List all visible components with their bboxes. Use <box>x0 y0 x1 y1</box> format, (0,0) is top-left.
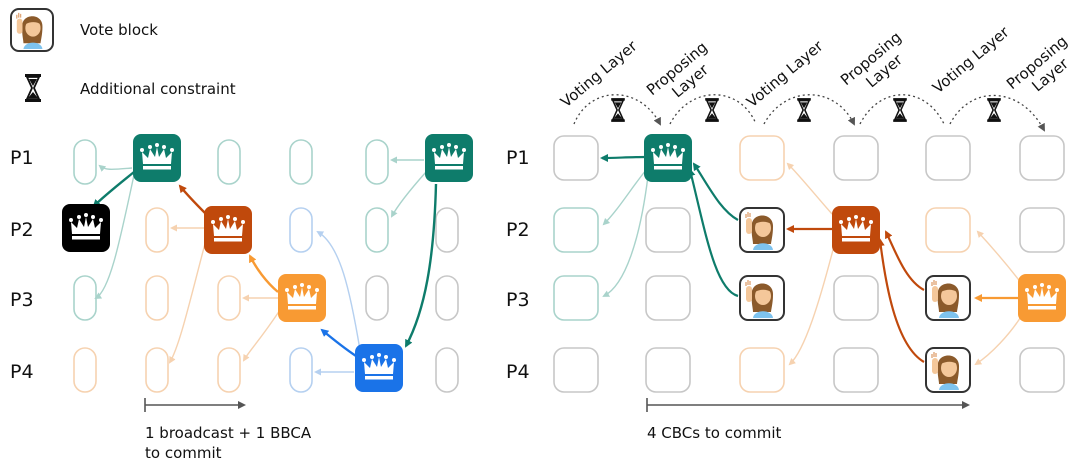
hourglass-icon <box>610 97 626 123</box>
row-label-p2: P2 <box>10 219 34 241</box>
pill <box>73 347 97 393</box>
pill <box>73 139 97 185</box>
pill <box>289 207 313 253</box>
empty-block <box>645 347 691 393</box>
pill <box>217 139 241 185</box>
pill <box>145 275 169 321</box>
legend-additional-constraint-label: Additional constraint <box>80 80 236 98</box>
row-label-p1: P1 <box>506 147 530 169</box>
right-strong-arrows <box>600 153 1019 363</box>
left-strong-arrows <box>92 171 438 357</box>
pill <box>73 275 97 321</box>
row-label-p4: P4 <box>10 361 34 383</box>
left-faded-arrows <box>94 156 427 376</box>
layer-label: ProposingLayer <box>1003 32 1080 107</box>
right-row-labels: P1 P2 P3 P4 <box>506 147 530 383</box>
crown-block-blue <box>355 344 403 392</box>
left-commit-span <box>144 398 246 412</box>
empty-block <box>1019 347 1065 393</box>
vote-block <box>739 275 785 321</box>
empty-block <box>553 275 599 321</box>
right-commit-span <box>646 398 970 412</box>
empty-block <box>553 135 599 181</box>
layer-label: Voting Layer <box>557 36 641 111</box>
row-label-p3: P3 <box>10 289 34 311</box>
crown-block-rust <box>204 206 252 254</box>
crown-block-teal <box>133 134 181 182</box>
empty-block <box>833 347 879 393</box>
crown-block-teal <box>644 134 692 182</box>
hourglass-icon <box>796 97 812 123</box>
layer-label: ProposingLayer <box>837 28 916 103</box>
pill <box>365 207 389 253</box>
right-diagram: Voting Layer ProposingLayer Voting Layer… <box>553 22 1080 442</box>
legend-vote-block-icon <box>10 8 54 52</box>
layer-transition-arcs <box>573 94 1045 132</box>
crown-block-rust <box>832 206 880 254</box>
row-label-p3: P3 <box>506 289 530 311</box>
vote-block <box>739 207 785 253</box>
row-label-p4: P4 <box>506 361 530 383</box>
empty-block <box>833 135 879 181</box>
empty-block <box>1019 135 1065 181</box>
left-diagram: 1 broadcast + 1 BBCA to commit <box>62 134 473 462</box>
pill <box>365 275 389 321</box>
left-row-labels: P1 P2 P3 P4 <box>10 147 34 383</box>
layer-label: Voting Layer <box>929 22 1013 97</box>
left-caption-line2: to commit <box>145 444 222 462</box>
pill <box>217 347 241 393</box>
empty-block <box>833 275 879 321</box>
crown-block-black <box>62 204 110 252</box>
hourglass-icon <box>986 97 1002 123</box>
pill <box>435 347 459 393</box>
row-label-p2: P2 <box>506 219 530 241</box>
legend: Vote block Additional constraint <box>10 8 236 103</box>
legend-vote-block-label: Vote block <box>80 21 158 39</box>
pill <box>289 347 313 393</box>
vote-block <box>925 275 971 321</box>
hourglass-icon <box>24 73 42 103</box>
crown-block-orange <box>1018 274 1066 322</box>
pill <box>365 139 389 185</box>
pill <box>435 207 459 253</box>
pill <box>289 139 313 185</box>
layer-labels: Voting Layer ProposingLayer Voting Layer… <box>557 22 1080 113</box>
empty-block <box>645 275 691 321</box>
empty-block <box>739 135 785 181</box>
right-faded-arrows <box>602 162 1025 366</box>
empty-block <box>925 135 971 181</box>
right-empty-blocks <box>553 135 1065 393</box>
row-label-p1: P1 <box>10 147 34 169</box>
right-caption: 4 CBCs to commit <box>647 424 782 442</box>
crown-block-teal-2 <box>425 134 473 182</box>
hourglass-icon <box>704 97 720 123</box>
empty-block <box>925 207 971 253</box>
empty-block <box>739 347 785 393</box>
crown-block-orange <box>278 274 326 322</box>
hourglass-icon <box>892 97 908 123</box>
empty-block <box>553 207 599 253</box>
vote-block <box>925 347 971 393</box>
layer-label: Voting Layer <box>743 36 827 111</box>
left-caption-line1: 1 broadcast + 1 BBCA <box>145 424 312 442</box>
empty-block <box>645 207 691 253</box>
left-pills <box>73 139 459 393</box>
empty-block <box>553 347 599 393</box>
pill <box>145 347 169 393</box>
pill <box>145 207 169 253</box>
pill <box>217 275 241 321</box>
pill <box>435 275 459 321</box>
layer-label: ProposingLayer <box>643 38 722 113</box>
empty-block <box>1019 207 1065 253</box>
